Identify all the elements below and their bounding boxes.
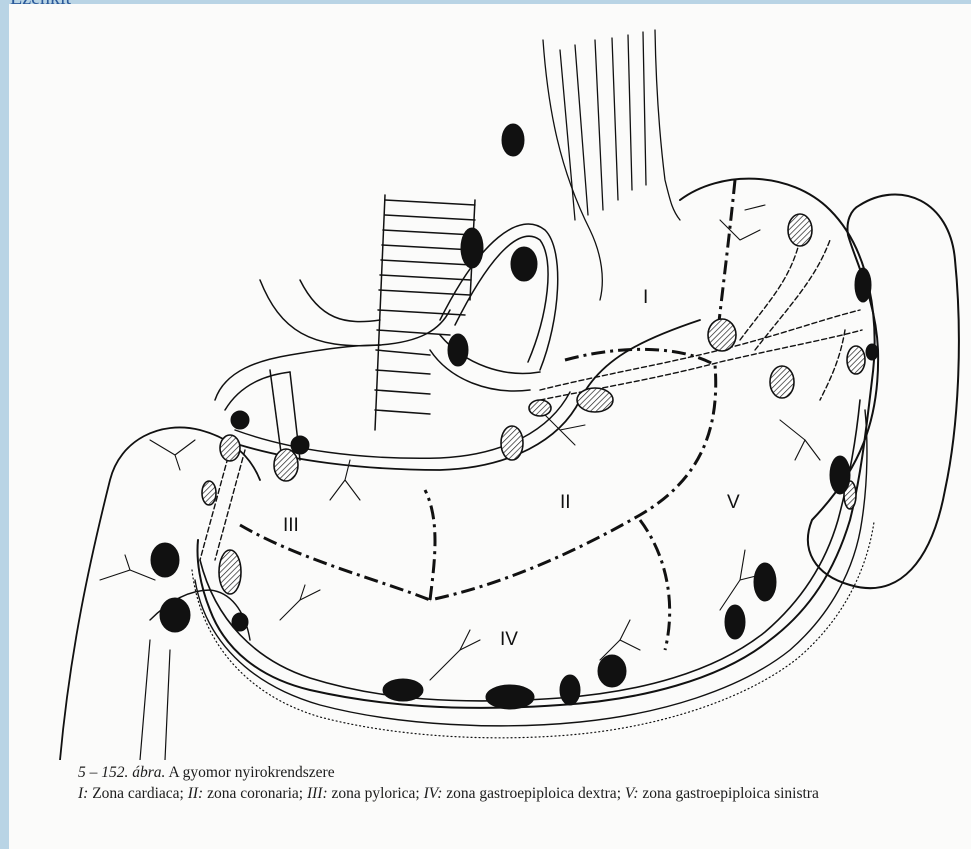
figure-number: 5 – 152. ábra. [78,764,165,781]
lymph-node [855,268,871,302]
legend-text: Zona cardiaca; [92,785,184,802]
legend-text: zona coronaria; [207,785,303,802]
caption-title-line: 5 – 152. ábra. A gyomor nyirokrendszere [78,762,958,783]
lymph-node [754,563,776,601]
lymph-node [160,598,190,632]
figure-caption: 5 – 152. ábra. A gyomor nyirokrendszere … [78,762,958,804]
lymph-node [220,435,240,461]
zone-label-iii: III [283,515,299,536]
legend-text: zona pylorica; [331,785,419,802]
lymph-node [461,228,483,268]
lymph-node [291,436,309,454]
lymph-node [231,411,249,429]
celiac-branches [215,224,558,460]
zone-label-v: V [727,492,740,513]
legend-numeral: III: [307,785,328,802]
legend-numeral: V: [625,785,639,802]
caption-legend: I: Zona cardiaca; II: zona coronaria; II… [78,783,958,804]
stomach-lymphatic-illustration: I II III IV V [0,0,971,760]
figure-title: A gyomor nyirokrendszere [168,764,334,781]
lymph-node [232,613,248,631]
zone-label-iv: IV [500,629,518,650]
lymph-node [725,605,745,639]
lymph-node [502,124,524,156]
lymph-node [788,214,812,246]
legend-numeral: II: [188,785,204,802]
black-lymph-nodes [151,124,878,709]
zone-boundaries [240,180,735,650]
vessel-twigs [100,205,820,680]
lymph-node [847,346,865,374]
zone-label-ii: II [560,492,571,513]
legend-numeral: IV: [424,785,443,802]
lymph-node [770,366,794,398]
lymph-node [577,388,613,412]
legend-text: zona gastroepiploica sinistra [642,785,818,802]
aorta [375,195,475,430]
legend-text: zona gastroepiploica dextra; [446,785,621,802]
lymph-node [511,247,537,281]
lymph-node [383,679,423,701]
lymph-node [866,344,878,360]
lymph-node [560,675,580,705]
lymph-node [708,319,736,351]
lymph-node [830,456,850,494]
esophagus [543,30,680,300]
lymph-node [448,334,468,366]
lymph-node [274,449,298,481]
zone-label-i: I [643,287,648,308]
legend-numeral: I: [78,785,88,802]
lymph-node [202,481,216,505]
lymph-node [219,550,241,594]
splenic-lymphatics [200,240,862,560]
lymph-node [501,426,523,460]
lymph-node [151,543,179,577]
lymph-node [598,655,626,687]
spleen [808,194,959,588]
lymph-node [486,685,534,709]
lymph-node [529,400,551,416]
